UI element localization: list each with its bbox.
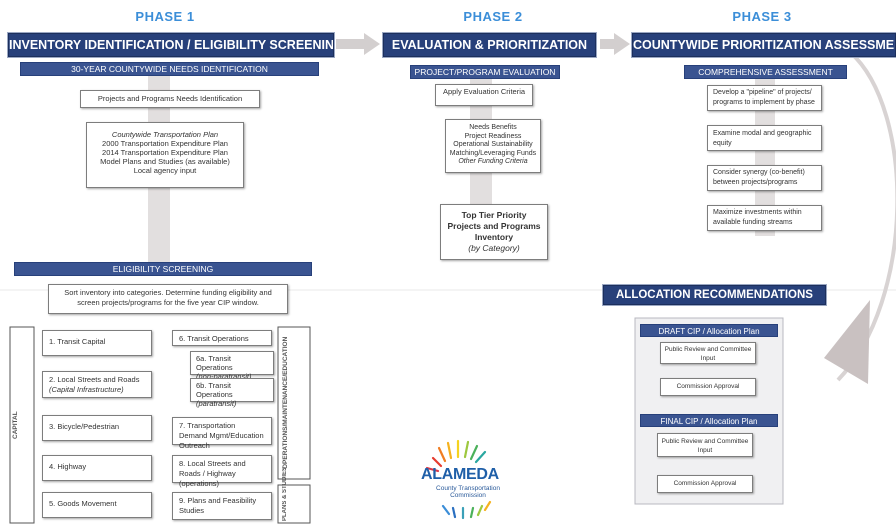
category-local-streets-operations: 8. Local Streets and Roads / Highway (op… [172,455,272,488]
category-subtitle: (non-paratransit) [196,372,252,381]
final-plan-label: FINAL CIP / Allocation Plan [640,414,778,427]
phase3-vertical-connector [755,76,775,236]
criteria-item: Project Readiness [464,132,522,140]
ops-bracket [277,326,311,480]
comprehensive-assessment-subheader: COMPREHENSIVE ASSESSMENT [684,65,847,79]
curved-arrow-head [824,300,870,384]
draft-plan-label: DRAFT CIP / Allocation Plan [640,324,778,337]
project-evaluation-subheader: PROJECT/PROGRAM EVALUATION [410,65,560,79]
criteria-item: Matching/Leveraging Funds [449,149,537,157]
category-title: 2. Local Streets and Roads [49,375,140,384]
category-subtitle: (Capital Infrastructure) [49,385,124,394]
logo-line1: County Transportation [436,485,500,492]
source-item: 2014 Transportation Expenditure Plan [102,148,228,157]
criteria-item: Other Funding Criteria [458,158,528,165]
category-tdm-education-outreach: 7. Transportation Demand Mgmt/Education … [172,417,272,450]
criteria-list-box: Needs Benefits Project Readiness Operati… [445,119,541,173]
needs-identification-box: Projects and Programs Needs Identificati… [80,90,260,108]
needs-sources-box: Countywide Transportation Plan 2000 Tran… [86,122,244,188]
category-transit-operations-paratransit: 6b. Transit Operations (paratransit) [190,378,274,408]
criteria-item: Needs Benefits [469,124,517,131]
capital-label: CAPITAL [12,411,19,439]
category-transit-operations: 6. Transit Operations [172,330,272,346]
draft-review-box: Public Review and Committee Input [660,342,756,364]
phase1-label: PHASE 1 [135,9,195,24]
plans-studies-label: PLANS & STUDIES [282,466,288,521]
alameda-ctc-logo: ALAMEDA County Transportation Commission [415,436,515,522]
assessment-step-synergy: Consider synergy (co-benefit) between pr… [707,165,822,191]
source-item: Model Plans and Studies (as available) [100,157,230,166]
category-transit-operations-non-paratransit: 6a. Transit Operations (non-paratransit) [190,351,274,381]
eligibility-screening-subheader: ELIGIBILITY SCREENING [14,262,312,276]
plans-bracket [277,484,311,524]
logo-name: ALAMEDA [421,466,499,483]
screening-description-box: Sort inventory into categories. Determin… [48,284,288,314]
arrow-phase2-to-phase3 [600,33,630,55]
arrow-phase1-to-phase2 [336,33,380,55]
criteria-item: Operational Sustainability [453,141,533,148]
category-goods-movement: 5. Goods Movement [42,492,152,518]
category-highway: 4. Highway [42,455,152,481]
logo-line2: Commission [450,492,486,499]
capital-bracket [9,326,35,524]
assessment-step-equity: Examine modal and geographic equity [707,125,822,151]
category-bicycle-pedestrian: 3. Bicycle/Pedestrian [42,415,152,441]
operations-label: OPERATIONS/MAINTENANCE/EDUCATION [282,336,289,470]
top-tier-inventory-box: Top Tier Priority Projects and Programs … [440,204,548,260]
apply-criteria-box: Apply Evaluation Criteria [435,84,533,106]
category-title: 6b. Transit Operations [196,381,233,399]
source-item: Countywide Transportation Plan [111,130,219,139]
category-plans-feasibility: 9. Plans and Feasibility Studies [172,492,272,520]
category-title: 6a. Transit Operations [196,354,233,372]
top-tier-subtitle: (by Category) [468,243,520,253]
draft-approval-box: Commission Approval [660,378,756,396]
needs-identification-subheader: 30-YEAR COUNTYWIDE NEEDS IDENTIFICATION [20,62,319,76]
top-tier-title: Top Tier Priority Projects and Programs … [447,210,541,242]
final-approval-box: Commission Approval [657,475,753,493]
source-item: 2000 Transportation Expenditure Plan [102,139,228,148]
category-subtitle: (paratransit) [196,399,237,408]
phase2-header: EVALUATION & PRIORITIZATION [383,33,596,57]
logo-sunburst-icon [425,439,492,520]
allocation-header: ALLOCATION RECOMMENDATIONS [603,285,826,305]
category-transit-capital: 1. Transit Capital [42,330,152,356]
phase3-header: COUNTYWIDE PRIORITIZATION ASSESSMENT [632,33,896,57]
assessment-step-pipeline: Develop a "pipeline" of projects/ progra… [707,85,822,111]
logo-subtitle: County Transportation Commission [423,485,513,499]
phase3-label: PHASE 3 [732,9,792,24]
final-review-box: Public Review and Committee Input [657,433,753,457]
source-item: Local agency input [133,166,197,175]
phase1-header: INVENTORY IDENTIFICATION / ELIGIBILITY S… [8,33,334,57]
phase2-label: PHASE 2 [463,9,523,24]
category-local-streets-capital: 2. Local Streets and Roads (Capital Infr… [42,371,152,398]
assessment-step-maximize: Maximize investments within available fu… [707,205,822,231]
